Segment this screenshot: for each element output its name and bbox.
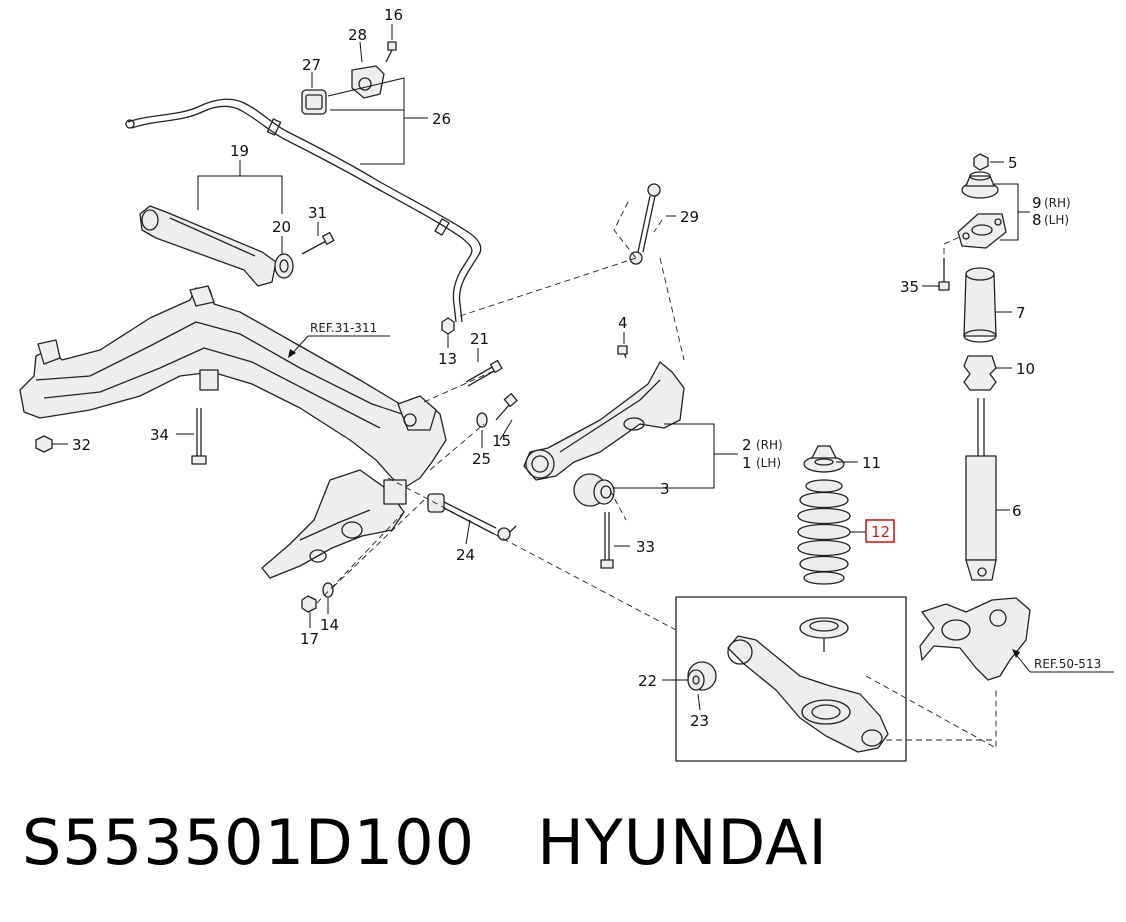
- label-rh-1: (RH): [756, 438, 783, 452]
- callout-6: 6: [1012, 502, 1022, 520]
- part-number-caption: S553501D100 HYUNDAI: [22, 806, 828, 879]
- mount-bracket: [957, 213, 1007, 249]
- bolt-21: [465, 359, 503, 387]
- callout-20: 20: [272, 218, 291, 236]
- callout-5: 5: [1008, 154, 1018, 172]
- assembly-lines: [315, 201, 997, 749]
- nut-13: [441, 317, 455, 335]
- arm-bushing: [274, 253, 294, 279]
- stabilizer-bushing: [301, 89, 327, 115]
- callout-11: 11: [862, 454, 881, 472]
- callout-16: 16: [384, 6, 403, 24]
- callout-21: 21: [470, 330, 489, 348]
- callout-24: 24: [456, 546, 475, 564]
- callout-19: 19: [230, 142, 249, 160]
- dust-cover: [963, 267, 997, 343]
- upper-arm: [523, 361, 685, 481]
- nut-17: [301, 595, 317, 613]
- callout-32: 32: [72, 436, 91, 454]
- nut-32: [35, 435, 53, 453]
- stabilizer-bracket: [351, 65, 385, 99]
- callout-10: 10: [1016, 360, 1035, 378]
- washer-25: [476, 412, 488, 428]
- bolt-34: [191, 408, 207, 465]
- callout-4: 4: [618, 314, 628, 332]
- shock-absorber: [965, 398, 997, 581]
- label-lh-1: (LH): [756, 456, 781, 470]
- bolt-4: [617, 345, 628, 359]
- callout-17: 17: [300, 630, 319, 648]
- callout-26: 26: [432, 110, 451, 128]
- lower-arm-detail-frame: [675, 596, 907, 762]
- arm-bushing-3: [573, 473, 615, 507]
- callout-3: 3: [660, 480, 670, 498]
- lower-arm-front: [139, 205, 277, 287]
- callout-35: 35: [900, 278, 919, 296]
- callout-29: 29: [680, 208, 699, 226]
- highlight-box-12: [865, 519, 895, 543]
- bracket-bolt: [385, 41, 397, 63]
- lower-arm: [727, 635, 889, 753]
- arm-bolt: [301, 231, 335, 255]
- bolt-15: [495, 393, 518, 421]
- callout-13: 13: [438, 350, 457, 368]
- callout-2: 2: [742, 436, 752, 454]
- stabilizer-bar: [125, 98, 482, 323]
- lower-arm-bushing: [687, 661, 717, 691]
- ref-arrow-knuckle: [1012, 649, 1114, 673]
- ref-crossmember: REF.31-311: [310, 321, 377, 335]
- bump-stopper: [963, 355, 997, 391]
- callout-25: 25: [472, 450, 491, 468]
- upper-spring-pad: [803, 445, 845, 473]
- callout-1: 1: [742, 454, 752, 472]
- stabilizer-link: [629, 183, 661, 265]
- coil-spring: [797, 479, 851, 585]
- callout-12: 12: [871, 523, 890, 541]
- label-rh-9: (RH): [1044, 196, 1071, 210]
- assist-arm: [427, 493, 517, 541]
- callout-33: 33: [636, 538, 655, 556]
- callout-7: 7: [1016, 304, 1026, 322]
- bolt-33: [600, 512, 614, 569]
- callout-23: 23: [690, 712, 709, 730]
- rear-crossmember: [19, 285, 447, 579]
- callout-28: 28: [348, 26, 367, 44]
- callout-9: 9: [1032, 194, 1042, 212]
- callout-14: 14: [320, 616, 339, 634]
- nut-5: [973, 153, 989, 171]
- callout-34: 34: [150, 426, 169, 444]
- callout-27: 27: [302, 56, 321, 74]
- callout-labels: 16 28 27 26 19 20 31 29 4 13 21 15 25 32…: [72, 6, 1101, 730]
- rear-knuckle: [919, 597, 1031, 681]
- callout-8: 8: [1032, 211, 1042, 229]
- ref-arrow-crossmember: [288, 335, 390, 358]
- leader-lines: [52, 24, 1030, 711]
- label-lh-8: (LH): [1044, 213, 1069, 227]
- ref-knuckle: REF.50-513: [1034, 657, 1101, 671]
- callout-22: 22: [638, 672, 657, 690]
- callout-15: 15: [492, 432, 511, 450]
- callout-31: 31: [308, 204, 327, 222]
- lower-spring-pad: [799, 617, 849, 652]
- mount-insulator: [961, 171, 999, 199]
